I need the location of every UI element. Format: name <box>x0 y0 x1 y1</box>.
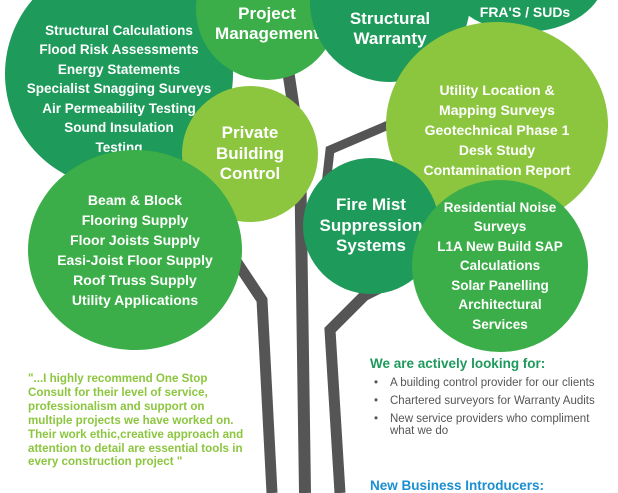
structural-label: Structural <box>349 8 431 28</box>
warranty-label: Warranty <box>353 29 427 48</box>
service-beam-block: Beam & Block <box>87 191 183 208</box>
circle-structural-services: Structural Calculations Flood Risk Asses… <box>5 0 233 188</box>
service-noise-surveys: Surveys <box>473 219 527 235</box>
building-label: Building <box>216 143 284 163</box>
service-easi-joist: Easi-Joist Floor Supply <box>57 252 213 268</box>
circle-supply-services: Beam & Block Flooring Supply Floor Joist… <box>28 150 242 350</box>
looking-for-section: We are actively looking for: • A building… <box>370 356 610 443</box>
service-sap-calculations: Calculations <box>459 258 541 274</box>
bullet-icon: • <box>374 377 379 389</box>
service-flooring-supply: Flooring Supply <box>81 211 189 228</box>
service-residential-noise: Residential Noise <box>443 199 557 215</box>
service-mapping-surveys: Mapping Surveys <box>439 101 555 118</box>
service-structural-calculations: Structural Calculations <box>45 22 193 38</box>
service-energy-statements: Energy Statements <box>57 61 181 77</box>
service-roof-truss: Roof Truss Supply <box>73 272 197 289</box>
service-flood-risk: Flood Risk Assessments <box>39 42 199 58</box>
fire-mist-label: Fire Mist <box>336 195 406 215</box>
service-contamination: Contamination Report <box>423 162 571 179</box>
bullet-icon: • <box>374 413 379 426</box>
service-snagging-surveys: Specialist Snagging Surveys <box>26 81 212 97</box>
list-item-text: New service providers who compliment wha… <box>390 413 590 438</box>
service-architectural: Architectural <box>458 297 542 313</box>
list-item: • New service providers who compliment wh… <box>370 413 610 437</box>
service-geotechnical: Geotechnical Phase 1 <box>424 121 570 138</box>
service-utility-applications: Utility Applications <box>71 292 199 309</box>
private-label: Private <box>221 123 279 143</box>
service-l1a-sap: L1A New Build SAP <box>437 238 563 254</box>
service-utility-location: Utility Location & <box>439 81 555 98</box>
testimonial-quote: "...I highly recommend One Stop Consult … <box>28 372 244 469</box>
service-floor-joists: Floor Joists Supply <box>70 231 200 248</box>
service-sound-insulation: Sound Insulation <box>64 120 174 136</box>
list-item: • Chartered surveyors for Warranty Audits <box>370 395 610 407</box>
bullet-icon: • <box>374 395 379 408</box>
list-item-text: A building control provider for our clie… <box>390 377 595 389</box>
control-label: Control <box>219 164 281 184</box>
project-label: Project <box>238 3 296 23</box>
management-label: Management <box>215 24 319 43</box>
circle-noise-sap: Residential Noise Surveys L1A New Build … <box>412 180 588 352</box>
service-solar-panelling: Solar Panelling <box>451 277 549 293</box>
systems-label: Systems <box>336 236 406 256</box>
business-introducers-heading: New Business Introducers: <box>370 478 545 493</box>
service-architectural-services: Services <box>472 316 528 332</box>
suppression-label: Suppression <box>319 215 423 235</box>
list-item: • A building control provider for our cli… <box>370 377 610 389</box>
looking-for-list: • A building control provider for our cli… <box>370 377 610 437</box>
looking-for-heading: We are actively looking for: <box>370 356 546 371</box>
service-desk-study: Desk Study <box>458 142 536 159</box>
list-item-text: Chartered surveyors for Warranty Audits <box>390 395 595 408</box>
service-air-permeability: Air Permeability Testing <box>42 100 196 116</box>
fras-label: FRA'S / SUDs <box>479 3 571 20</box>
